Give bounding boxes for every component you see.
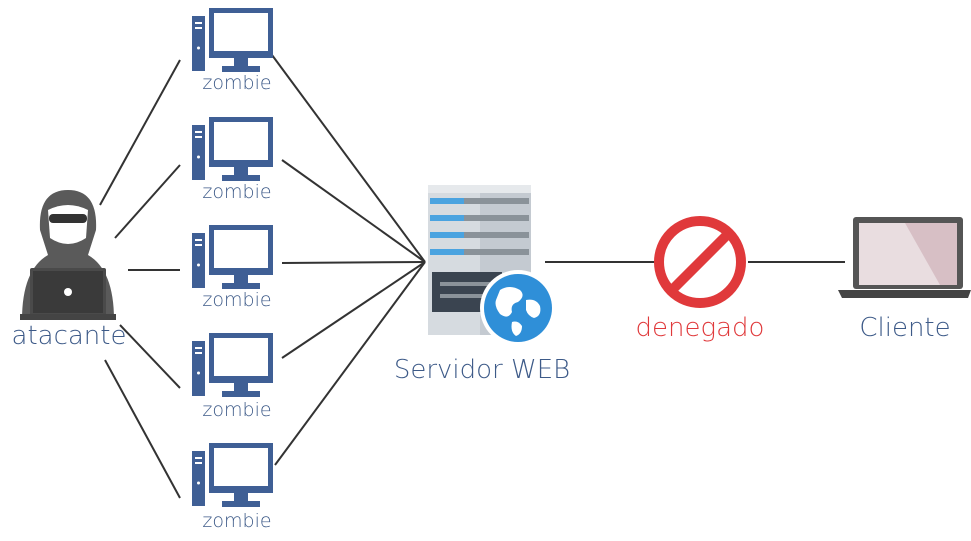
zombie-1-computer-icon [192, 8, 273, 72]
attacker-label: atacante [11, 321, 127, 351]
zombie-label: zombie [202, 72, 272, 94]
zombie-label: zombie [202, 181, 272, 203]
line-attacker-zombie-2 [114, 164, 181, 239]
line-zombie-2-server [281, 159, 426, 263]
zombie-3-computer-icon [192, 225, 273, 289]
denied-icon [654, 216, 746, 308]
zombie-5-computer-icon [192, 443, 273, 507]
line-attacker-zombie-1 [99, 59, 181, 206]
zombie-label: zombie [202, 510, 272, 532]
line-zombie-1-server [271, 54, 426, 263]
line-zombie-5-server [274, 261, 426, 466]
denied-label: denegado [635, 313, 765, 343]
server-label: Servidor WEB [393, 355, 571, 385]
line-attacker-zombie-5 [104, 359, 181, 499]
zombie-label: zombie [202, 399, 272, 421]
connection-lines [99, 54, 845, 499]
laptop-icon [838, 217, 971, 298]
zombie-label: zombie [202, 289, 272, 311]
hacker-icon [20, 190, 116, 320]
zombie-2-computer-icon [192, 117, 273, 181]
client-label: Cliente [859, 313, 951, 343]
line-zombie-4-server [281, 261, 426, 359]
server-globe-icon [428, 185, 556, 346]
line-attacker-zombie-4 [119, 324, 181, 389]
line-zombie-3-server [281, 261, 426, 264]
zombie-4-computer-icon [192, 333, 273, 397]
